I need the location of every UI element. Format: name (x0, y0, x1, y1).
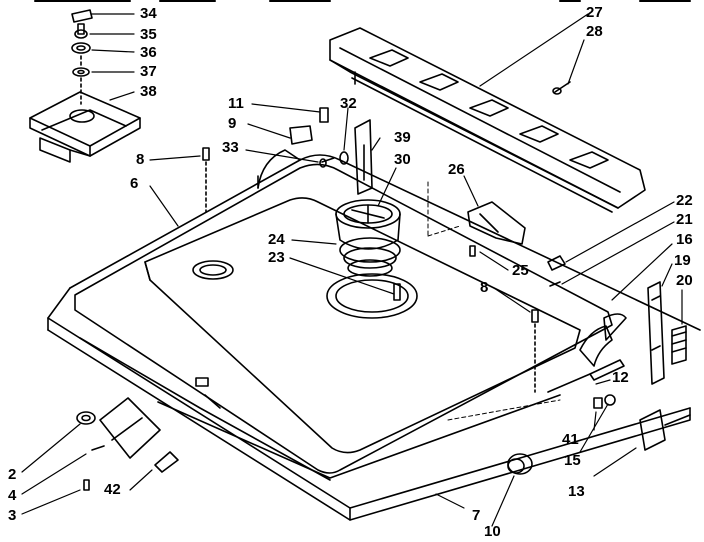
callout-35: 35 (140, 26, 157, 43)
callout-25: 25 (512, 262, 529, 279)
panel-openings (192, 260, 418, 319)
knob-10 (507, 453, 533, 475)
callout-3: 3 (8, 507, 17, 524)
callout-19: 19 (674, 252, 691, 269)
callout-34: 34 (140, 5, 157, 22)
callout-8-lower: 8 (480, 279, 489, 296)
lower-right-hardware (593, 394, 691, 451)
callout-22: 22 (676, 192, 693, 209)
callout-7: 7 (472, 507, 481, 524)
callout-11: 11 (228, 95, 244, 112)
callout-36: 36 (140, 44, 157, 61)
callout-37: 37 (140, 63, 157, 80)
callout-26: 26 (448, 161, 465, 178)
callout-23: 23 (268, 249, 285, 266)
callout-2: 2 (8, 466, 17, 483)
main-top-panel (47, 149, 701, 521)
leader-lines (21, 13, 683, 527)
callout-16: 16 (676, 231, 693, 248)
right-hinge-parts (603, 281, 687, 385)
callout-32: 32 (340, 95, 357, 112)
callout-10: 10 (484, 523, 501, 540)
callout-39: 39 (394, 129, 411, 146)
alignment-lines (427, 181, 561, 421)
callout-20: 20 (676, 272, 693, 289)
stacked-parts-34-37 (71, 9, 93, 105)
callout-21: 21 (676, 211, 693, 228)
screws-8 (202, 147, 539, 393)
callout-8-upper: 8 (136, 151, 145, 168)
callout-6: 6 (130, 175, 139, 192)
callout-42: 42 (104, 481, 121, 498)
callout-13: 13 (568, 483, 585, 500)
callout-12: 12 (612, 369, 629, 386)
small-clip-22 (547, 255, 566, 287)
callout-38: 38 (140, 83, 157, 100)
lower-left-hinge (76, 397, 179, 491)
wash-arm-bracket-26 (467, 201, 526, 257)
callout-4: 4 (8, 487, 17, 504)
callout-28: 28 (586, 23, 603, 40)
hinge-strip-27 (329, 27, 646, 213)
callout-15: 15 (564, 452, 581, 469)
callout-27: 27 (586, 4, 603, 21)
callout-30: 30 (394, 151, 411, 168)
motor-plate-38 (29, 91, 141, 163)
callout-41: 41 (562, 431, 579, 448)
callout-24: 24 (268, 231, 285, 248)
center-hub-assembly (335, 199, 401, 301)
callout-9: 9 (228, 115, 237, 132)
callout-33: 33 (222, 139, 239, 156)
center-brackets (289, 107, 373, 195)
right-arm-bracket (547, 325, 625, 393)
